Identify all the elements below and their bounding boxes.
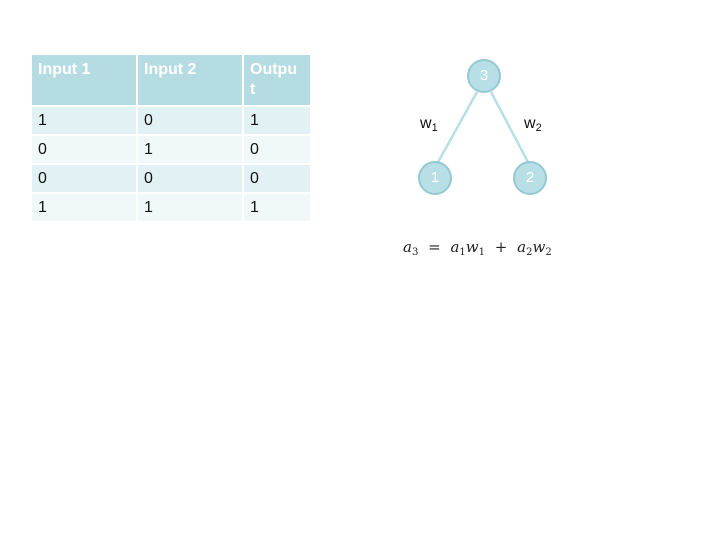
weight-w2-label: w2 bbox=[524, 115, 542, 134]
header-input-2: Input 2 bbox=[138, 55, 242, 105]
table-cell: 0 bbox=[32, 136, 136, 163]
node-output: 3 bbox=[467, 59, 501, 93]
table-cell: 0 bbox=[32, 165, 136, 192]
table-cell: 1 bbox=[138, 194, 242, 221]
table-row: 1 0 1 bbox=[32, 107, 310, 134]
node-input-1: 1 bbox=[418, 161, 452, 195]
table-cell: 1 bbox=[244, 194, 310, 221]
activation-equation: a3 = a1w1 + a2w2 bbox=[403, 238, 552, 258]
table-cell: 1 bbox=[138, 136, 242, 163]
edge-2-to-3 bbox=[489, 91, 531, 165]
weight-w1-label: w1 bbox=[420, 115, 438, 134]
header-input-1: Input 1 bbox=[32, 55, 136, 105]
table-cell: 1 bbox=[32, 107, 136, 134]
edge-1-to-3 bbox=[435, 91, 479, 165]
table-row: 0 1 0 bbox=[32, 136, 310, 163]
network-edges bbox=[435, 91, 531, 165]
table-row: 1 1 1 bbox=[32, 194, 310, 221]
table-header-row: Input 1 Input 2 Outpu t bbox=[32, 55, 310, 105]
table-cell: 0 bbox=[138, 165, 242, 192]
table-cell: 0 bbox=[244, 136, 310, 163]
table-cell: 1 bbox=[244, 107, 310, 134]
table-cell: 0 bbox=[244, 165, 310, 192]
neural-network-diagram: 3 1 2 w1 w2 bbox=[380, 40, 580, 210]
table-row: 0 0 0 bbox=[32, 165, 310, 192]
truth-table: Input 1 Input 2 Outpu t 1 0 1 0 1 0 0 0 … bbox=[30, 53, 312, 223]
table-cell: 1 bbox=[32, 194, 136, 221]
header-output: Outpu t bbox=[244, 55, 310, 105]
table-cell: 0 bbox=[138, 107, 242, 134]
node-input-2: 2 bbox=[513, 161, 547, 195]
